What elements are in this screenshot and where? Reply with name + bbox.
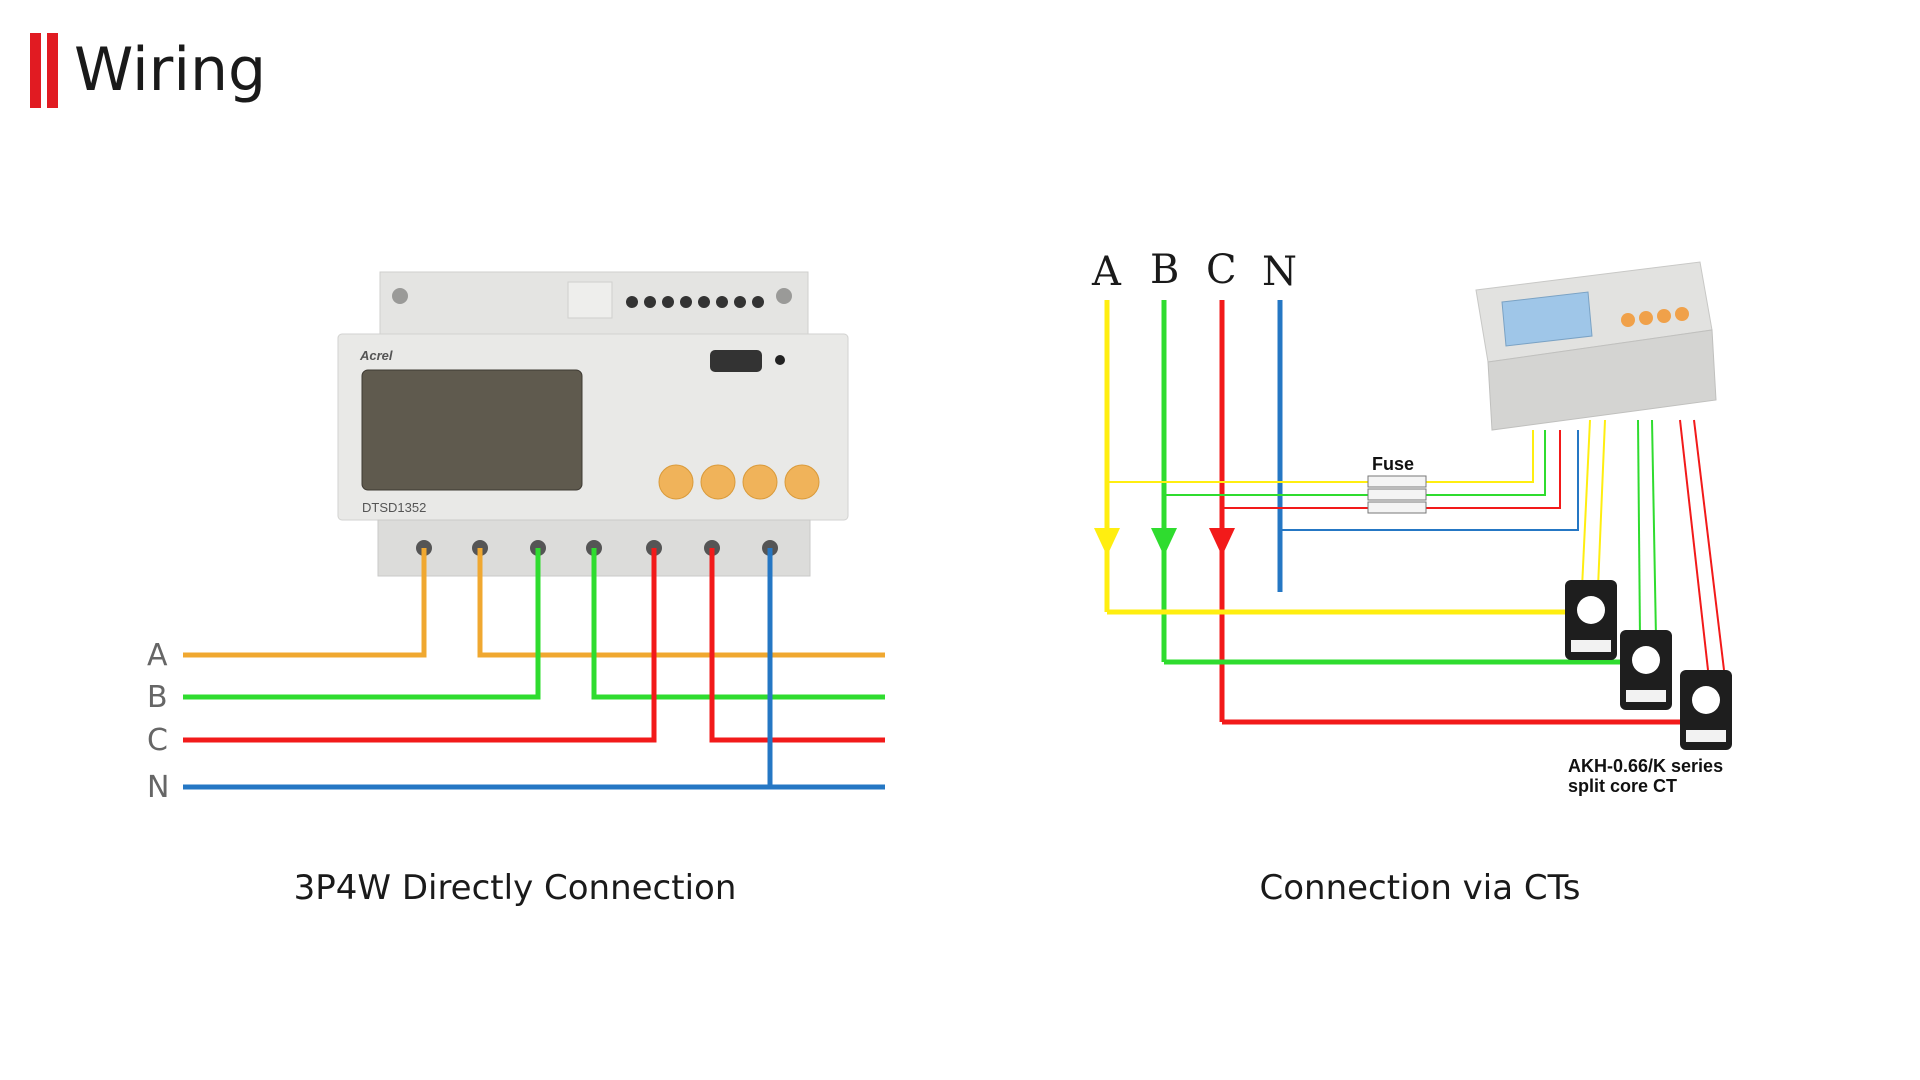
label-a-right: A xyxy=(1091,249,1122,295)
wire-c-left xyxy=(183,548,657,743)
meter-model: DTSD1352 xyxy=(362,500,426,515)
ct-leads xyxy=(1581,419,1725,671)
label-b-left: B xyxy=(147,680,168,715)
split-core-ct-a xyxy=(1565,580,1617,660)
label-n-left: N xyxy=(147,770,169,805)
wire-a-left xyxy=(183,548,427,658)
meter-buttons xyxy=(658,464,820,500)
primary-wires xyxy=(1107,609,1705,725)
ct-label-line1: AKH-0.66/K series xyxy=(1568,756,1723,776)
ct-meter-image xyxy=(1475,261,1717,431)
flow-arrows xyxy=(1094,528,1235,556)
ct-connection-diagram: A B C N xyxy=(1091,247,1732,796)
energy-meter-image: Acrel DTSD1352 xyxy=(337,271,849,577)
fuse-block: Fuse xyxy=(1367,454,1427,514)
meter-brand: Acrel xyxy=(359,348,393,363)
direct-connection-diagram: Acrel DTSD1352 xyxy=(147,271,885,805)
label-a-left: A xyxy=(147,638,168,673)
label-c-right: C xyxy=(1206,247,1237,293)
label-c-left: C xyxy=(147,723,168,758)
fuse-label: Fuse xyxy=(1372,454,1414,474)
page-title: Wiring xyxy=(74,35,267,105)
ct-label-line2: split core CT xyxy=(1568,776,1677,796)
wire-b-right xyxy=(591,548,885,700)
wire-c-right xyxy=(709,548,885,743)
title-accent-bars xyxy=(30,32,58,108)
label-b-right: B xyxy=(1150,247,1179,293)
direct-phase-labels: A B C N xyxy=(147,638,169,805)
split-core-ct-b xyxy=(1620,630,1672,710)
page-header: Wiring xyxy=(30,30,266,110)
wire-a-right xyxy=(477,548,885,658)
voltage-taps xyxy=(1107,430,1579,531)
wire-b-left xyxy=(183,548,541,700)
caption-direct-connection: 3P4W Directly Connection xyxy=(293,868,737,908)
caption-ct-connection: Connection via CTs xyxy=(1259,868,1581,908)
label-n-right: N xyxy=(1262,249,1297,295)
terminal-dots-top xyxy=(626,296,764,308)
bus-lines xyxy=(1104,300,1283,722)
direct-wires xyxy=(183,548,885,790)
split-core-ct-c xyxy=(1680,670,1732,750)
